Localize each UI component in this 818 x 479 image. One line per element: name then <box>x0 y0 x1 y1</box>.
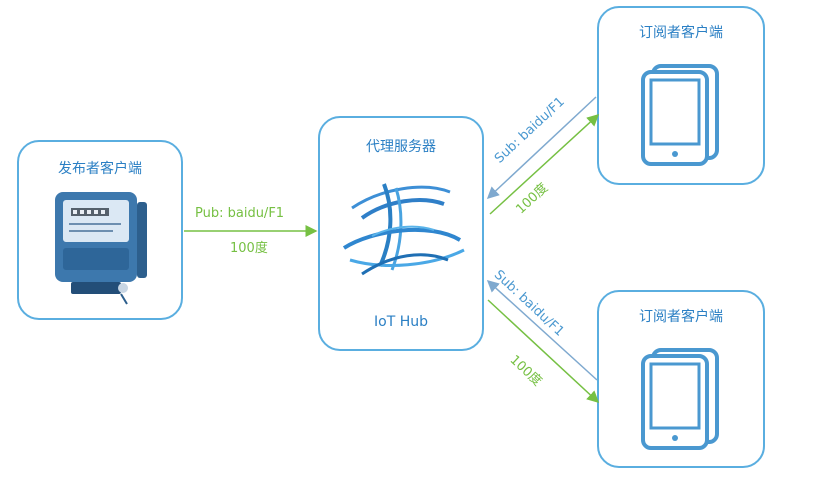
subscriber-top-title: 订阅者客户端 <box>639 25 723 41</box>
publish-value-label: 100度 <box>230 241 268 256</box>
publish-topic-label: Pub: baidu/F1 <box>195 206 285 221</box>
broker-server-box: 代理服务器 IoT Hub <box>318 116 484 351</box>
iot-hub-logo-icon <box>342 183 465 276</box>
tablet-icon <box>641 64 719 166</box>
subscriber-client-box-bottom: 订阅者客户端 <box>597 290 765 468</box>
tablet-icon <box>641 348 719 450</box>
publisher-client-box: 发布者客户端 <box>17 140 183 320</box>
electric-meter-icon <box>55 192 147 305</box>
subscribe-bottom-delivery-arrow <box>487 299 600 404</box>
broker-name: IoT Hub <box>374 314 428 330</box>
subscriber-bottom-title: 订阅者客户端 <box>639 309 723 325</box>
subscribe-top-request-arrow <box>486 96 597 200</box>
subscribe-top-delivery-arrow <box>489 113 600 215</box>
broker-title: 代理服务器 <box>366 139 436 155</box>
subscribe-bottom-request-arrow <box>486 279 598 381</box>
publisher-title: 发布者客户端 <box>58 161 142 177</box>
subscriber-client-box-top: 订阅者客户端 <box>597 6 765 185</box>
